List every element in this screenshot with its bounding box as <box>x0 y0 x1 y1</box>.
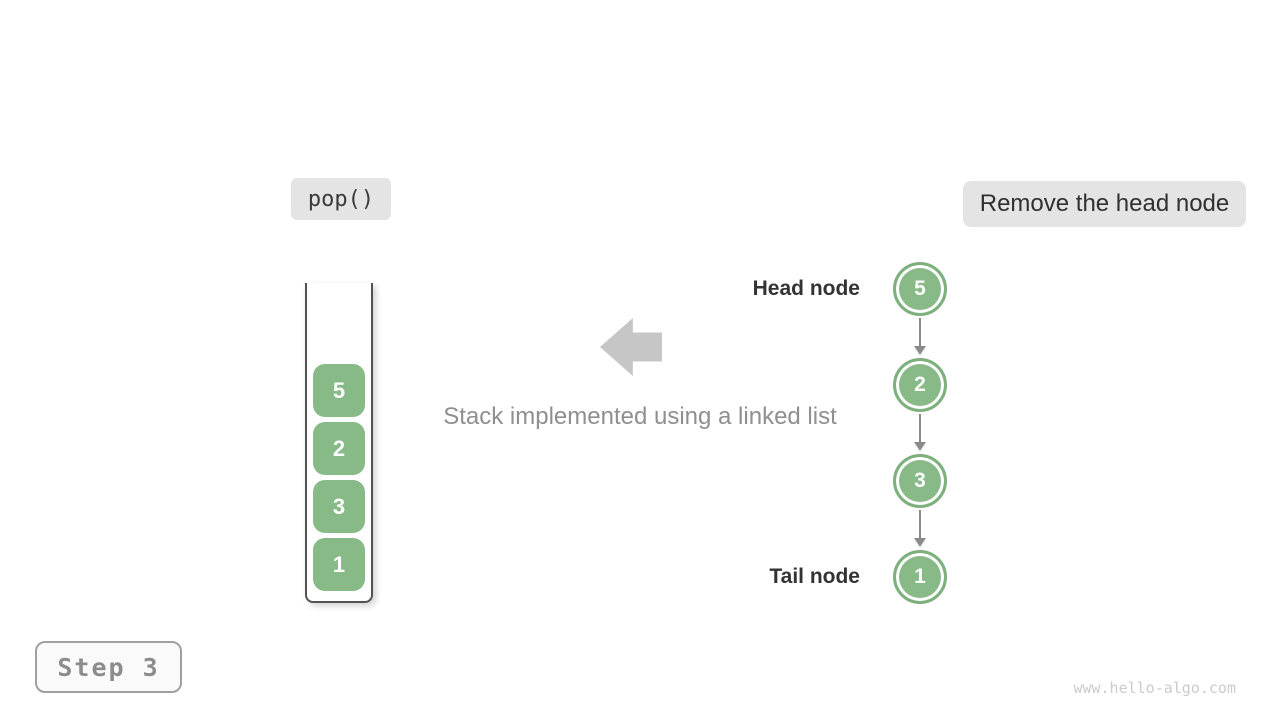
figure-caption: Stack implemented using a linked list <box>443 403 837 430</box>
remove-head-badge: Remove the head node <box>963 181 1246 227</box>
stack-container: 5 2 3 1 <box>305 283 373 603</box>
down-arrow-icon <box>914 318 926 355</box>
step-badge: Step 3 <box>35 641 182 693</box>
down-arrow-icon <box>914 414 926 451</box>
node-value: 3 <box>914 469 926 492</box>
watermark: www.hello-algo.com <box>1073 679 1236 697</box>
list-node: 1 <box>893 550 947 604</box>
list-node: 2 <box>893 358 947 412</box>
down-arrow-icon <box>914 510 926 547</box>
stack-item: 5 <box>313 364 365 417</box>
stack-item: 1 <box>313 538 365 591</box>
node-value: 5 <box>914 277 926 300</box>
node-value: 2 <box>914 373 926 396</box>
stack-item: 2 <box>313 422 365 475</box>
pop-operation-badge: pop() <box>291 178 391 220</box>
stack-item: 3 <box>313 480 365 533</box>
node-value: 1 <box>914 565 926 588</box>
list-node: 5 <box>893 262 947 316</box>
tail-node-label: Tail node <box>769 565 860 588</box>
list-node: 3 <box>893 454 947 508</box>
head-node-label: Head node <box>752 277 860 300</box>
left-arrow-icon <box>600 318 662 376</box>
